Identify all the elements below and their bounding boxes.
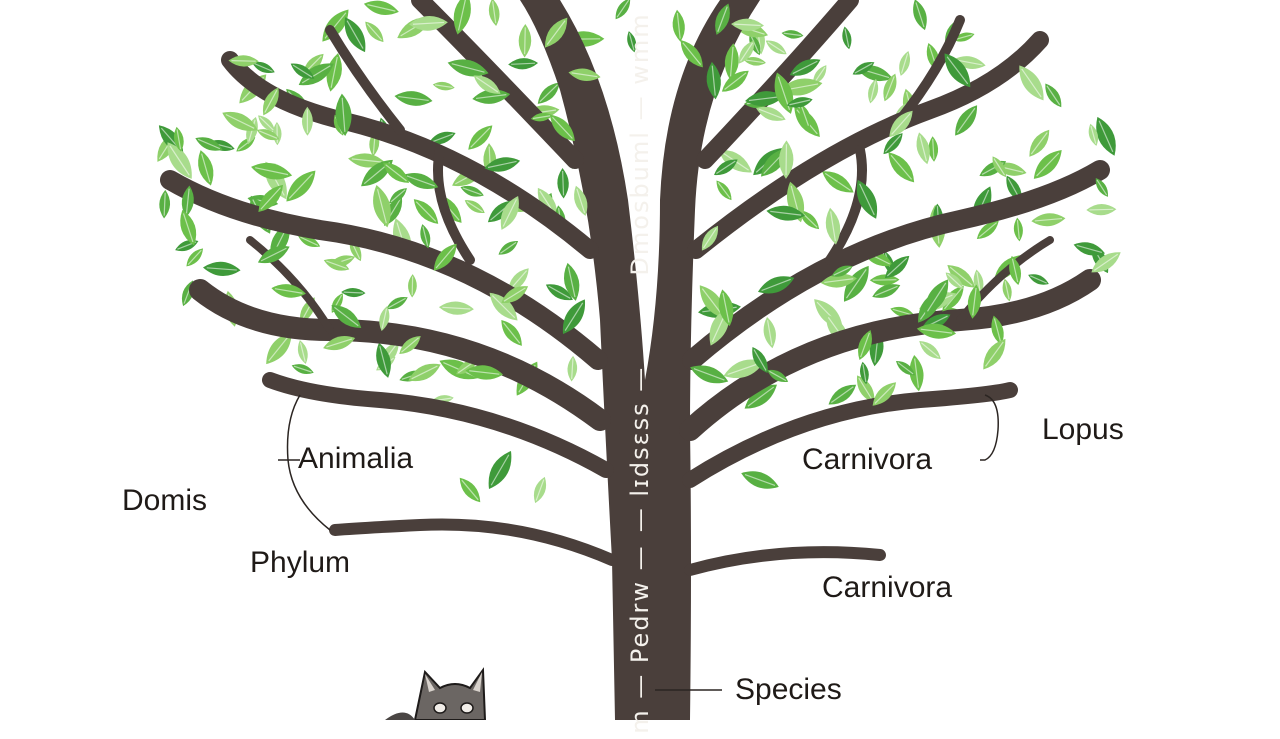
leaf-vein <box>1089 209 1113 210</box>
leaf-vein <box>525 27 526 54</box>
label-lopus: Lopus <box>1042 415 1124 445</box>
label-domis: Domis <box>122 486 207 516</box>
trunk-inscription-middle: — lɪdsɛss — <box>626 349 654 549</box>
label-phylum: Phylum <box>250 548 350 578</box>
leaf <box>362 0 400 18</box>
label-carnivora-lower: Carnivora <box>822 573 952 603</box>
trunk-inscription-top: Dmosbuml — wmm <box>626 0 654 304</box>
wolf-illustration-icon <box>385 670 485 720</box>
leaf-vein <box>231 61 255 62</box>
bracket-right <box>980 395 998 460</box>
trunk-inscription-bottom: m — Pedrw — <box>626 539 654 739</box>
taxonomy-tree-diagram: Dmosbuml — wmm — lɪdsɛss — m — Pedrw — A… <box>0 0 1280 720</box>
branch-left-6 <box>335 524 612 560</box>
label-species: Species <box>735 675 842 705</box>
label-carnivora-upper: Carnivora <box>802 445 932 475</box>
branch-right-6 <box>690 552 880 570</box>
label-animalia: Animalia <box>298 444 413 474</box>
